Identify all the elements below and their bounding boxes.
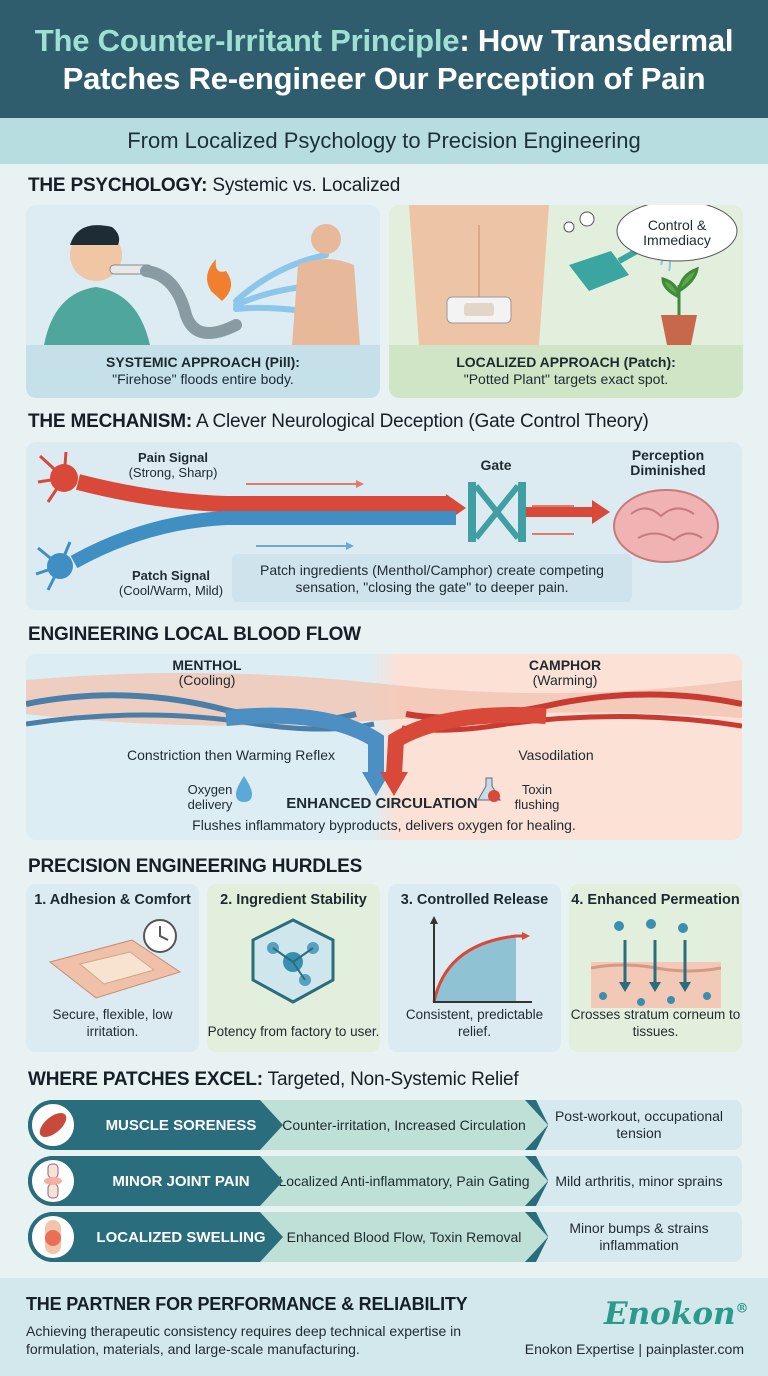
excel-mechanism: Localized Anti-inflammatory, Pain Gating — [260, 1156, 548, 1206]
hurdle-text: Crosses stratum corneum to tissues. — [570, 1007, 741, 1039]
brain-icon — [613, 489, 719, 563]
bloodflow-panel: MENTHOL(Cooling) CAMPHOR(Warming) Constr… — [26, 654, 742, 840]
adhesive-patch-icon — [48, 919, 182, 999]
systemic-panel: SYSTEMIC APPROACH (Pill): "Firehose" flo… — [26, 205, 380, 398]
hurdle-text: Secure, flexible, low irritation. — [52, 1007, 173, 1039]
footer-text: Achieving therapeutic consistency requir… — [26, 1323, 462, 1357]
page-subtitle: From Localized Psychology to Precision E… — [0, 118, 768, 164]
pain-neuron-icon — [37, 451, 78, 503]
localized-title: LOCALIZED APPROACH (Patch): — [456, 354, 676, 370]
blood-vessel-diagram — [26, 672, 742, 802]
hurdles-heading: PRECISION ENGINEERING HURDLES — [28, 856, 363, 877]
excel-use-case: Post-workout, occupational tension — [536, 1100, 742, 1150]
molecule-shield-icon — [251, 918, 335, 1004]
brand-registered: ® — [735, 1301, 749, 1317]
page-title: The Counter-Irritant Principle: How Tran… — [0, 22, 768, 98]
joint-icon — [30, 1158, 76, 1204]
excel-row-joint: Localized Anti-inflammatory, Pain Gating… — [28, 1156, 742, 1206]
brand-name: Enokon — [604, 1296, 736, 1332]
camphor-sub: (Warming) — [532, 672, 598, 688]
excel-use-case: Minor bumps & strains inflammation — [536, 1212, 742, 1262]
bloodflow-heading: ENGINEERING LOCAL BLOOD FLOW — [28, 624, 361, 645]
watering-can-icon — [569, 251, 629, 291]
localized-text: "Potted Plant" targets exact spot. — [463, 371, 669, 387]
muscle-icon — [30, 1102, 76, 1148]
localized-panel: Control & Immediacy LOCALIZED APPROACH (… — [389, 205, 743, 398]
control-immediacy-bubble: Control & Immediacy — [643, 217, 711, 248]
menthol-title: MENTHOL — [172, 657, 242, 673]
toxin-label: Toxin flushing — [514, 782, 560, 812]
hurdle-text: Consistent, predictable relief. — [405, 1007, 544, 1039]
mechanism-heading-bold: THE MECHANISM: — [28, 411, 192, 432]
excel-row-muscle: Counter-irritation, Increased Circulatio… — [28, 1100, 742, 1150]
mechanism-panel: Pain Signal(Strong, Sharp) Patch Signal(… — [26, 442, 742, 610]
hurdle-card-release: 3. Controlled Release Consistent, predic… — [388, 884, 561, 1052]
hurdle-text: Potency from factory to user. — [207, 1024, 380, 1039]
patch-signal-sub: (Cool/Warm, Mild) — [118, 583, 224, 598]
menthol-label: MENTHOL(Cooling) — [152, 658, 262, 688]
bloodflow-note: Flushes inflammatory byproducts, deliver… — [192, 817, 576, 833]
pain-signal-label: Pain Signal(Strong, Sharp) — [108, 450, 238, 480]
excel-mechanism: Enhanced Blood Flow, Toxin Removal — [260, 1212, 548, 1262]
mechanism-note: Patch ingredients (Menthol/Camphor) crea… — [260, 562, 604, 595]
constriction-label: Constriction then Warming Reflex — [126, 747, 335, 763]
excel-mechanism: Counter-irritation, Increased Circulatio… — [260, 1100, 548, 1150]
patch-signal-title: Patch Signal — [131, 568, 211, 583]
potted-plant-illustration — [409, 205, 738, 345]
excel-heading-rest: Targeted, Non-Systemic Relief — [262, 1069, 519, 1090]
psychology-heading-bold: THE PSYCHOLOGY: — [28, 175, 208, 196]
firehose-illustration — [44, 224, 360, 345]
gate-icon — [468, 482, 526, 542]
excel-row-swelling: Enhanced Blood Flow, Toxin Removal LOCAL… — [28, 1212, 742, 1262]
localized-caption: LOCALIZED APPROACH (Patch): "Potted Plan… — [389, 354, 743, 388]
mechanism-heading-rest: A Clever Neurological Deception (Gate Co… — [191, 411, 649, 432]
brand-logo: Enokon® — [604, 1296, 749, 1332]
pain-signal-title: Pain Signal — [137, 450, 209, 465]
excel-condition: LOCALIZED SWELLING — [28, 1212, 278, 1262]
skin-permeation-icon — [591, 919, 721, 1008]
systemic-caption: SYSTEMIC APPROACH (Pill): "Firehose" flo… — [26, 354, 380, 388]
camphor-label: CAMPHOR(Warming) — [510, 658, 620, 688]
gate-control-diagram — [35, 451, 719, 602]
flame-icon — [207, 259, 232, 301]
footer: THE PARTNER FOR PERFORMANCE & RELIABILIT… — [0, 1278, 768, 1376]
release-curve-icon — [430, 916, 532, 1003]
footer-tagline: Enokon Expertise | painplaster.com — [524, 1341, 744, 1357]
patch-neuron-icon — [35, 541, 73, 591]
vasodilation-label: Vasodilation — [518, 747, 594, 763]
perception-label: Perception Diminished — [630, 447, 706, 478]
hurdle-card-stability: 2. Ingredient Stability Potency from fac… — [207, 884, 380, 1052]
patch-signal-label: Patch Signal(Cool/Warm, Mild) — [106, 568, 236, 598]
camphor-title: CAMPHOR — [528, 657, 602, 673]
oxygen-label: Oxygen delivery — [187, 782, 233, 812]
hurdle-title: 3. Controlled Release — [400, 892, 549, 908]
oxygen-drop-icon — [236, 776, 252, 802]
pain-signal-sub: (Strong, Sharp) — [128, 465, 218, 480]
page-header: The Counter-Irritant Principle: How Tran… — [0, 0, 768, 118]
enhanced-circulation-label: ENHANCED CIRCULATION — [286, 795, 478, 812]
swelling-icon — [30, 1214, 76, 1260]
excel-use-case: Mild arthritis, minor sprains — [536, 1156, 742, 1206]
hurdle-title: 1. Adhesion & Comfort — [34, 892, 191, 908]
menthol-sub: (Cooling) — [178, 672, 236, 688]
hurdle-card-permeation: 4. Enhanced Permeation Crosses stratum c… — [569, 884, 742, 1052]
systemic-title: SYSTEMIC APPROACH (Pill): — [106, 354, 300, 370]
hurdle-title: 2. Ingredient Stability — [220, 892, 367, 908]
mechanism-heading: THE MECHANISM: A Clever Neurological Dec… — [28, 411, 649, 433]
gate-label: Gate — [480, 457, 512, 473]
psychology-heading: THE PSYCHOLOGY: Systemic vs. Localized — [28, 175, 400, 197]
footer-heading: THE PARTNER FOR PERFORMANCE & RELIABILIT… — [26, 1294, 468, 1314]
hurdle-card-adhesion: 1. Adhesion & Comfort Secure, flexible, … — [26, 884, 199, 1052]
hurdle-title: 4. Enhanced Permeation — [571, 892, 740, 908]
excel-heading-bold: WHERE PATCHES EXCEL: — [28, 1069, 263, 1090]
title-accent: The Counter-Irritant Principle — [34, 23, 460, 58]
thought-bubble — [616, 205, 738, 262]
psychology-heading-rest: Systemic vs. Localized — [207, 175, 401, 196]
title-rest: : How Transdermal Patches Re-engineer Ou… — [62, 23, 734, 96]
excel-heading: WHERE PATCHES EXCEL: Targeted, Non-Syste… — [28, 1069, 519, 1091]
systemic-text: "Firehose" floods entire body. — [112, 371, 294, 387]
